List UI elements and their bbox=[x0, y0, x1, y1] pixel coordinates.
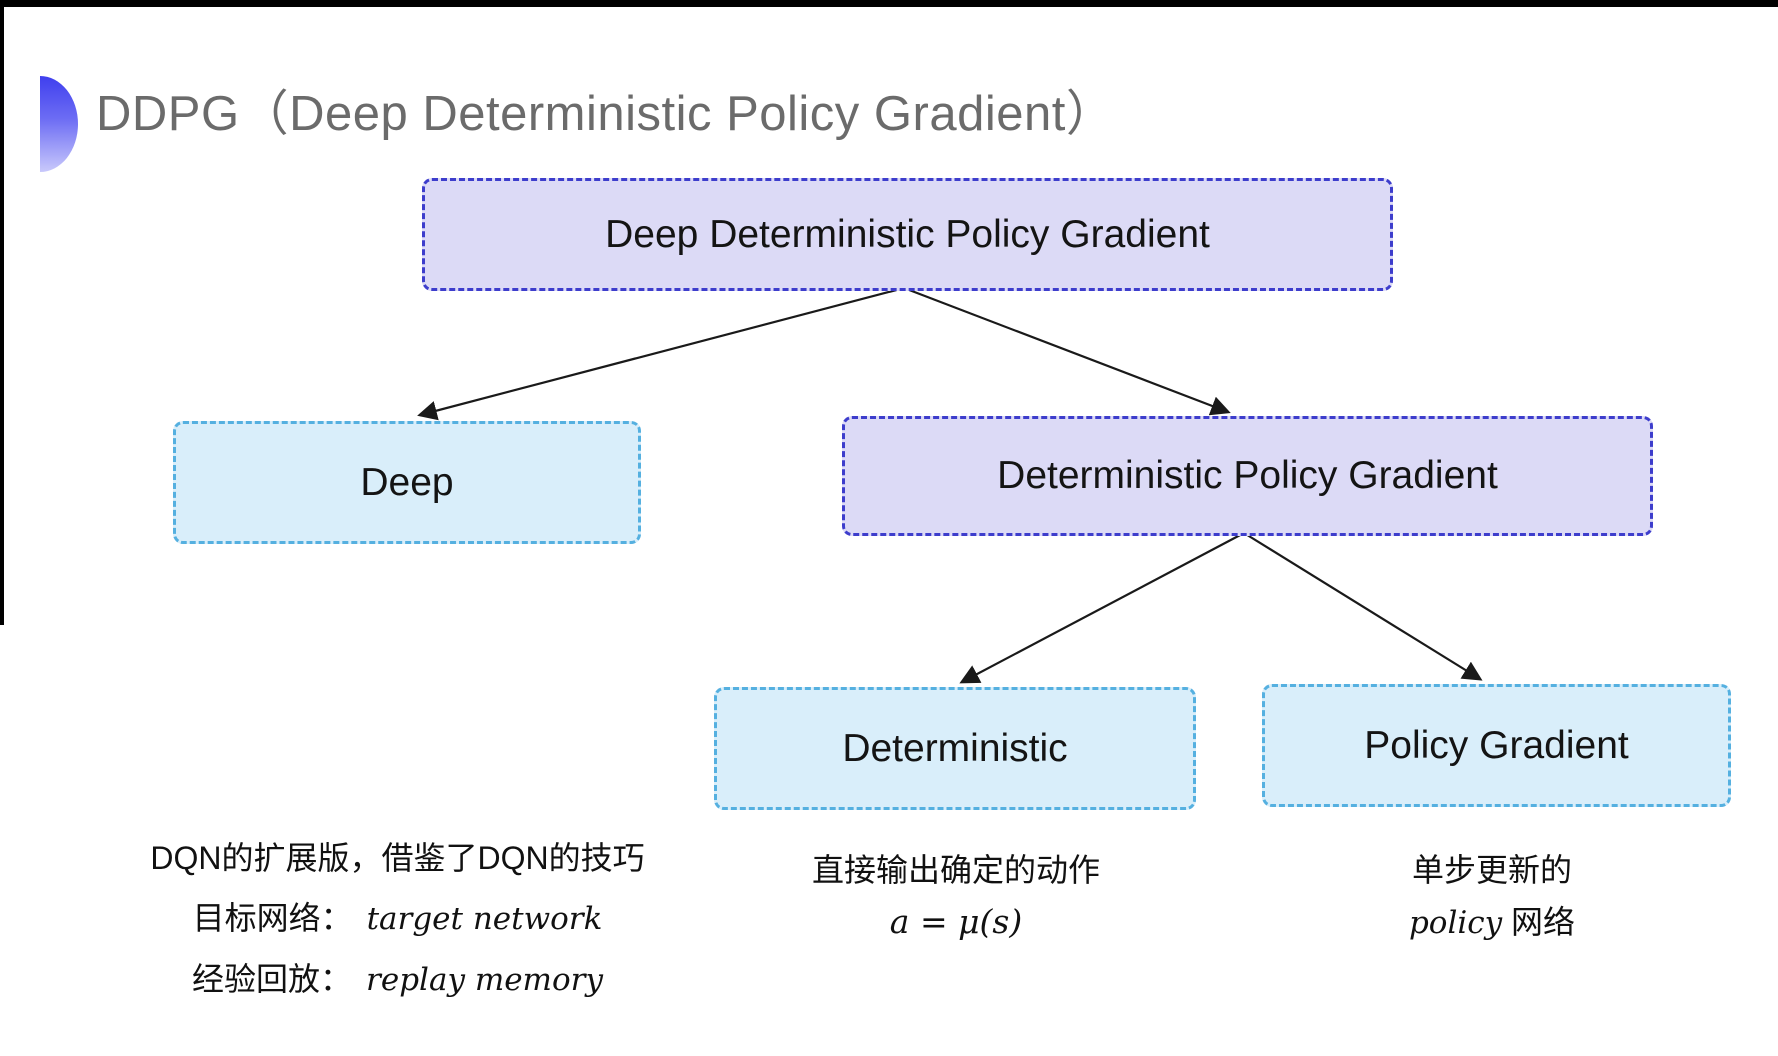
note-deterministic-line1: 直接输出确定的动作 bbox=[811, 852, 1100, 888]
node-root: Deep Deterministic Policy Gradient bbox=[422, 178, 1393, 291]
node-policy-gradient-label: Policy Gradient bbox=[1364, 723, 1629, 767]
node-dpg-label: Deterministic Policy Gradient bbox=[997, 454, 1498, 497]
top-frame-border bbox=[0, 0, 1778, 7]
arrow-dpg-to-deterministic bbox=[959, 532, 1245, 684]
note-deep-line3: 经验回放： replay memory bbox=[110, 959, 685, 1000]
arrow-root-to-dpg bbox=[903, 286, 1231, 416]
note-deterministic: 直接输出确定的动作 a = μ(s) bbox=[731, 850, 1181, 942]
page-title: DDPG（Deep Deterministic Policy Gradient） bbox=[96, 87, 1116, 141]
note-deep-line2: 目标网络： target network bbox=[110, 898, 685, 939]
node-deep: Deep bbox=[173, 421, 641, 544]
note-deep-line3-zh: 经验回放： bbox=[192, 961, 353, 997]
node-root-label: Deep Deterministic Policy Gradient bbox=[605, 212, 1210, 256]
note-policy-gradient: 单步更新的 policy 网络 bbox=[1267, 850, 1717, 943]
note-deep-line3-en: replay memory bbox=[366, 962, 603, 998]
node-policy-gradient: Policy Gradient bbox=[1262, 684, 1731, 807]
arrow-dpg-to-policy-gradient bbox=[1243, 532, 1483, 681]
note-deep: DQN的扩展版，借鉴了DQN的技巧 目标网络： target network 经验… bbox=[110, 838, 685, 1000]
note-deterministic-formula: a = μ(s) bbox=[889, 902, 1023, 941]
note-deep-line2-en: target network bbox=[366, 901, 603, 937]
node-deterministic-label: Deterministic bbox=[842, 726, 1068, 770]
node-deep-label: Deep bbox=[360, 460, 454, 504]
title-bullet-icon bbox=[40, 76, 78, 172]
note-policy-gradient-line1: 单步更新的 bbox=[1411, 852, 1572, 888]
note-deep-line1: DQN的扩展版，借鉴了DQN的技巧 bbox=[150, 840, 645, 876]
note-policy-gradient-line2-en: policy bbox=[1408, 905, 1503, 941]
note-deep-line2-zh: 目标网络： bbox=[192, 900, 353, 936]
arrow-root-to-deep bbox=[417, 286, 905, 421]
note-policy-gradient-line2: policy 网络 bbox=[1267, 902, 1717, 943]
left-frame-border bbox=[0, 0, 4, 625]
note-policy-gradient-line2-zh: 网络 bbox=[1511, 904, 1576, 940]
node-dpg: Deterministic Policy Gradient bbox=[842, 416, 1653, 536]
node-deterministic: Deterministic bbox=[714, 687, 1196, 810]
